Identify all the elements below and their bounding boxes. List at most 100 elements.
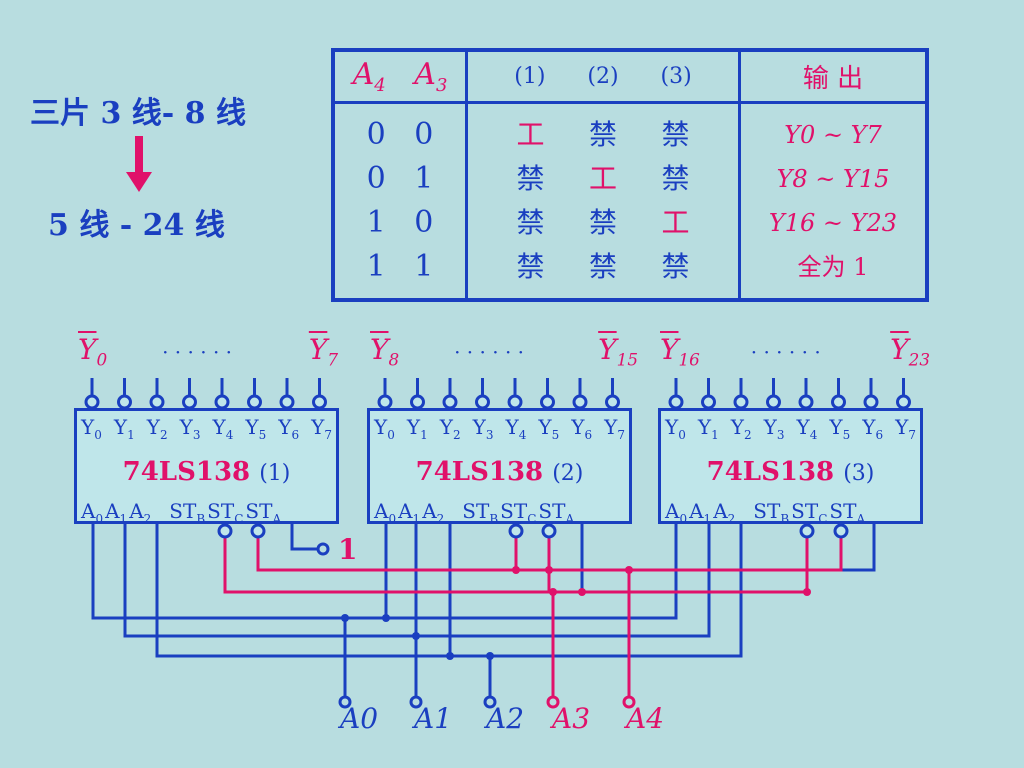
- input-a3: A3: [552, 702, 591, 735]
- const-one-label: 1: [338, 533, 358, 566]
- output-bubble: [377, 394, 393, 410]
- output-bubble: [149, 394, 165, 410]
- input-terminals: [316, 542, 497, 709]
- output-bubble: [733, 394, 749, 410]
- chip3-pin-y7: Y7: [895, 415, 916, 442]
- chip3-pin-sta: STA: [829, 499, 866, 526]
- chip1-name: 74LS138 (1): [122, 457, 291, 487]
- header-chips: (1) (2) (3): [465, 50, 740, 104]
- input-a2: A2: [486, 702, 525, 735]
- chip2-pin-sta: STA: [538, 499, 575, 526]
- chip2-pin-y6: Y6: [571, 415, 593, 442]
- chip3-output-labels: Y16 · · · · · · Y23: [660, 333, 930, 370]
- output-bubble: [475, 394, 490, 410]
- chip2-output-labels: Y8 · · · · · · Y15: [370, 333, 638, 370]
- chip1-pin-y1: Y1: [113, 415, 135, 442]
- chip1-output-labels: Y0 · · · · · · Y7: [78, 333, 338, 370]
- output-bubble: [182, 394, 197, 410]
- output-bubble: [863, 394, 879, 410]
- output-bubble: [766, 394, 781, 410]
- input-a4: A4: [626, 702, 665, 735]
- down-arrow-icon: [124, 136, 154, 200]
- chip3-pin-a0: A0: [665, 499, 688, 526]
- chip2-pin-y3: Y3: [472, 415, 494, 442]
- chip2-pin-stc: STC: [500, 499, 537, 526]
- chip1-pin-y0: Y0: [81, 415, 102, 442]
- output-bubble: [831, 394, 846, 410]
- chip1-pin-y5: Y5: [245, 415, 267, 442]
- chip2-pin-y4: Y4: [505, 415, 527, 442]
- chip3-top-pins: Y0 Y1 Y2 Y3 Y4 Y5 Y6 Y7: [665, 415, 916, 442]
- chip1-top-pins: Y0 Y1 Y2 Y3 Y4 Y5 Y6 Y7: [81, 415, 332, 442]
- chip1-pin-y2: Y2: [146, 415, 168, 442]
- chip3-pin-stc: STC: [791, 499, 828, 526]
- chip1-pin-sta: STA: [245, 499, 282, 526]
- control-lines: [223, 531, 843, 698]
- chip2-pin-y5: Y5: [538, 415, 560, 442]
- input-a1: A1: [414, 702, 453, 735]
- chip1-pin-a2: A2: [129, 499, 152, 526]
- chip1-pin-a0: A0: [81, 499, 104, 526]
- chip3-pin-y1: Y1: [697, 415, 719, 442]
- chip3-pin-y5: Y5: [829, 415, 851, 442]
- chip1-pin-stb: STB: [169, 499, 206, 526]
- chip3-pin-y6: Y6: [862, 415, 884, 442]
- chip2-pin-a2: A2: [422, 499, 445, 526]
- chip3-name: 74LS138 (3): [706, 457, 875, 487]
- chip1-pin-y3: Y3: [179, 415, 201, 442]
- output-bubble: [798, 394, 814, 410]
- control-junctions: [512, 566, 811, 596]
- truth-table: A4 A3 (1) (2) (3) 输 出 0 0 0 1 1 0 1 1 工 …: [331, 48, 929, 302]
- chip1-pin-y6: Y6: [278, 415, 300, 442]
- chip3-pin-y3: Y3: [763, 415, 785, 442]
- chip1-pin-stc: STC: [207, 499, 244, 526]
- chip3-pin-a1: A1: [689, 499, 712, 526]
- chip1-pin-y7: Y7: [311, 415, 332, 442]
- output-bubble: [442, 394, 458, 410]
- chip3-pin-y0: Y0: [665, 415, 686, 442]
- address-bus: [91, 524, 876, 698]
- title-line-1: 三片 3 线- 8 线: [30, 96, 246, 131]
- chip2-name: 74LS138 (2): [415, 457, 584, 487]
- output-bubble: [84, 394, 100, 410]
- chip3-pin-stb: STB: [753, 499, 790, 526]
- chip1-pin-y4: Y4: [212, 415, 234, 442]
- chip2-pin-stb: STB: [462, 499, 499, 526]
- chip3-pin-y2: Y2: [730, 415, 752, 442]
- bus-junctions: [341, 614, 494, 660]
- output-bubble: [117, 394, 132, 410]
- output-bubble: [507, 394, 523, 410]
- chip2-pin-y2: Y2: [439, 415, 461, 442]
- output-bubble: [572, 394, 588, 410]
- chip3-pin-a2: A2: [713, 499, 736, 526]
- chip-states: 工 禁 禁 禁 工 禁 禁 禁 工 禁 禁 禁: [465, 102, 740, 300]
- output-bubble: [410, 394, 425, 410]
- output-bubble: [247, 394, 262, 410]
- chip2-pin-a1: A1: [398, 499, 421, 526]
- output-ranges: Y0 ~ Y7 Y8 ~ Y15 Y16 ~ Y23 全为 1: [738, 102, 927, 300]
- chip1-pin-a1: A1: [105, 499, 128, 526]
- output-bubble: [279, 394, 295, 410]
- output-bubble: [896, 394, 911, 410]
- enable-bubbles: [217, 523, 849, 539]
- output-bubble: [668, 394, 684, 410]
- chip2-pin-y1: Y1: [406, 415, 428, 442]
- chip3-pin-y4: Y4: [796, 415, 818, 442]
- input-values: 0 0 0 1 1 0 1 1: [366, 116, 434, 284]
- output-bubble: [605, 394, 620, 410]
- chip2-pin-y7: Y7: [604, 415, 625, 442]
- output-bubble: [214, 394, 230, 410]
- output-bubble: [540, 394, 555, 410]
- input-a0: A0: [340, 702, 379, 735]
- output-bubble: [312, 394, 327, 410]
- header-output: 输 出: [738, 50, 927, 104]
- chip2-pin-a0: A0: [374, 499, 397, 526]
